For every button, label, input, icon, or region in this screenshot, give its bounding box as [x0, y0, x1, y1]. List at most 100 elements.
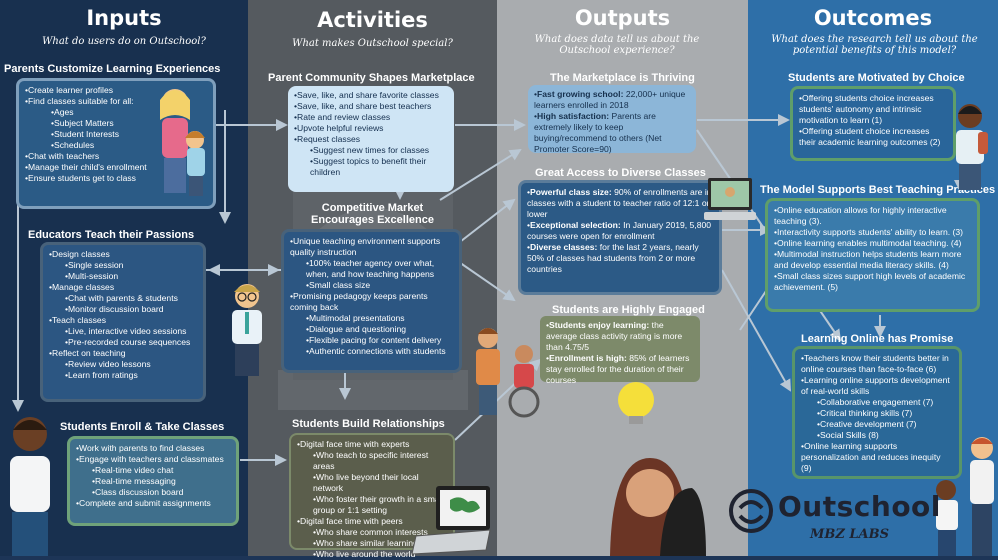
community-section-title: Parent Community Shapes Marketplace	[268, 72, 475, 84]
engaged-box: Students enjoy learning: the average cla…	[540, 316, 700, 385]
educators-list: Design classesSingle sessionMulti-sessio…	[49, 249, 197, 381]
list-item: Save, like, and share favorite classes	[294, 90, 448, 101]
list-item: Multimodal instruction helps students le…	[774, 249, 971, 271]
list-item: Save, like, and share best teachers	[294, 101, 448, 112]
list-item: Diverse classes: for the last 2 years, n…	[527, 242, 713, 275]
list-item: Pre-recorded course sequences	[49, 337, 197, 348]
market-title-line1: Competitive Market	[321, 202, 424, 214]
motivated-list: Offering students choice increases stude…	[799, 93, 947, 148]
student-illustration	[10, 417, 50, 556]
promise-section-title: Learning Online has Promise	[801, 333, 954, 345]
list-item-emphasis: Diverse classes:	[530, 242, 598, 252]
list-item-emphasis: Powerful class size:	[530, 187, 612, 197]
list-item: Authentic connections with students	[290, 346, 453, 357]
list-item: Teachers know their students better in o…	[801, 353, 953, 375]
educators-box: Design classesSingle sessionMulti-sessio…	[40, 242, 206, 402]
list-item: 100% teacher agency over what, when, and…	[290, 258, 453, 280]
market-section-title: Competitive Market Encourages Excellence	[248, 202, 497, 226]
list-item: Real-time messaging	[76, 476, 230, 487]
list-item-emphasis: Enrollment is high:	[549, 353, 627, 363]
list-item: Small class sizes support high levels of…	[774, 271, 971, 293]
list-item: Who live beyond their local network	[297, 472, 447, 494]
students-section-title: Students Enroll & Take Classes	[60, 421, 225, 433]
list-item: Design classes	[49, 249, 197, 260]
list-item: Small class size	[290, 280, 453, 291]
market-list: Unique teaching environment supports qua…	[290, 236, 453, 357]
teacher-student-illustration	[936, 437, 994, 556]
list-item: Chat with teachers	[25, 151, 207, 162]
relationships-box: Digital face time with expertsWho teach …	[289, 433, 455, 559]
teaching-list: Online education allows for highly inter…	[774, 205, 971, 293]
teaching-section-title: The Model Supports Best Teaching Practic…	[760, 184, 996, 196]
list-item: Suggest topics to benefit their children	[294, 156, 448, 178]
activities-title: Activities	[317, 8, 428, 32]
list-item: Exceptional selection: In January 2019, …	[527, 220, 713, 242]
outputs-subtitle: What does data tell us about the Outscho…	[534, 34, 700, 56]
list-item: Upvote helpful reviews	[294, 123, 448, 134]
inputs-subtitle: What do users do on Outschool?	[42, 36, 206, 47]
list-item: Dialogue and questioning	[290, 324, 453, 335]
outschool-logo-icon	[729, 489, 773, 533]
list-item: Social Skills (8)	[801, 430, 953, 441]
list-item: Reflect on teaching	[49, 348, 197, 359]
access-list: Powerful class size: 90% of enrollments …	[527, 187, 713, 275]
market-box: Unique teaching environment supports qua…	[281, 229, 462, 373]
list-item: Who foster their growth in a small-group…	[297, 494, 447, 516]
outputs-title: Outputs	[574, 6, 671, 30]
thriving-box: Fast growing school: 22,000+ unique lear…	[528, 85, 696, 155]
educators-section-title: Educators Teach their Passions	[28, 229, 195, 241]
list-item: Online learning supports personalization…	[801, 441, 953, 474]
list-item-emphasis: High satisfaction:	[537, 111, 610, 121]
promise-box: Teachers know their students better in o…	[792, 346, 962, 479]
list-item: Learning online supports development of …	[801, 375, 953, 397]
list-item: Schedules	[25, 140, 207, 151]
inputs-title: Inputs	[86, 6, 162, 30]
list-item: Flexible pacing for content delivery	[290, 335, 453, 346]
list-item: Live, interactive video sessions	[49, 326, 197, 337]
access-box: Powerful class size: 90% of enrollments …	[518, 180, 722, 295]
list-item: Review video lessons	[49, 359, 197, 370]
list-item-emphasis: Exceptional selection:	[530, 220, 621, 230]
list-item: Create learner profiles	[25, 85, 207, 96]
list-item: Request classes	[294, 134, 448, 145]
list-item: Engage with teachers and classmates	[76, 454, 230, 465]
list-item-text: the average class activity rating is mor…	[546, 320, 683, 352]
list-item: Online learning enables multimodal teach…	[774, 238, 971, 249]
teacher-illustration	[232, 284, 262, 376]
student-backpack-illustration	[956, 104, 988, 190]
list-item: Students enjoy learning: the average cla…	[546, 320, 694, 353]
list-item-text: 90% of enrollments are in classes with a…	[527, 187, 712, 219]
list-item-text: In January 2019, 5,800 courses were open…	[527, 220, 712, 241]
list-item: Class discussion board	[76, 487, 230, 498]
laptop-illustration	[704, 178, 756, 220]
list-item: Work with parents to find classes	[76, 443, 230, 454]
access-section-title: Great Access to Diverse Classes	[535, 167, 706, 179]
list-item: Rate and review classes	[294, 112, 448, 123]
list-item: Find classes suitable for all:	[25, 96, 207, 107]
list-item: Digital face time with experts	[297, 439, 447, 450]
list-item: Creative development (7)	[801, 419, 953, 430]
activities-subtitle: What makes Outschool special?	[292, 38, 453, 49]
list-item: Collaborative engagement (7)	[801, 397, 953, 408]
outcomes-subtitle: What does the research tell us about the…	[771, 34, 978, 56]
outcomes-title: Outcomes	[813, 6, 933, 30]
parents-list: Create learner profilesFind classes suit…	[25, 85, 207, 184]
list-item: Interactivity supports students' ability…	[774, 227, 971, 238]
community-box: Save, like, and share favorite classesSa…	[288, 86, 454, 192]
students-list: Work with parents to find classesEngage …	[76, 443, 230, 509]
globe-laptop-illustration	[411, 486, 491, 555]
list-item: Online education allows for highly inter…	[774, 205, 971, 227]
list-item: Fast growing school: 22,000+ unique lear…	[534, 89, 690, 111]
list-item: Who share common interests	[297, 527, 447, 538]
list-item: Who teach to specific interest areas	[297, 450, 447, 472]
motivated-box: Offering students choice increases stude…	[790, 86, 956, 161]
list-item: Multimodal presentations	[290, 313, 453, 324]
outschool-logo-text: Outschool	[778, 490, 941, 523]
thriving-list: Fast growing school: 22,000+ unique lear…	[534, 89, 690, 155]
engaged-section-title: Students are Highly Engaged	[552, 304, 705, 316]
list-item: Offering student choice increases their …	[799, 126, 947, 148]
list-item: Critical thinking skills (7)	[801, 408, 953, 419]
list-item-emphasis: Fast growing school:	[537, 89, 624, 99]
list-item: Multi-session	[49, 271, 197, 282]
list-item: Unique teaching environment supports qua…	[290, 236, 453, 258]
